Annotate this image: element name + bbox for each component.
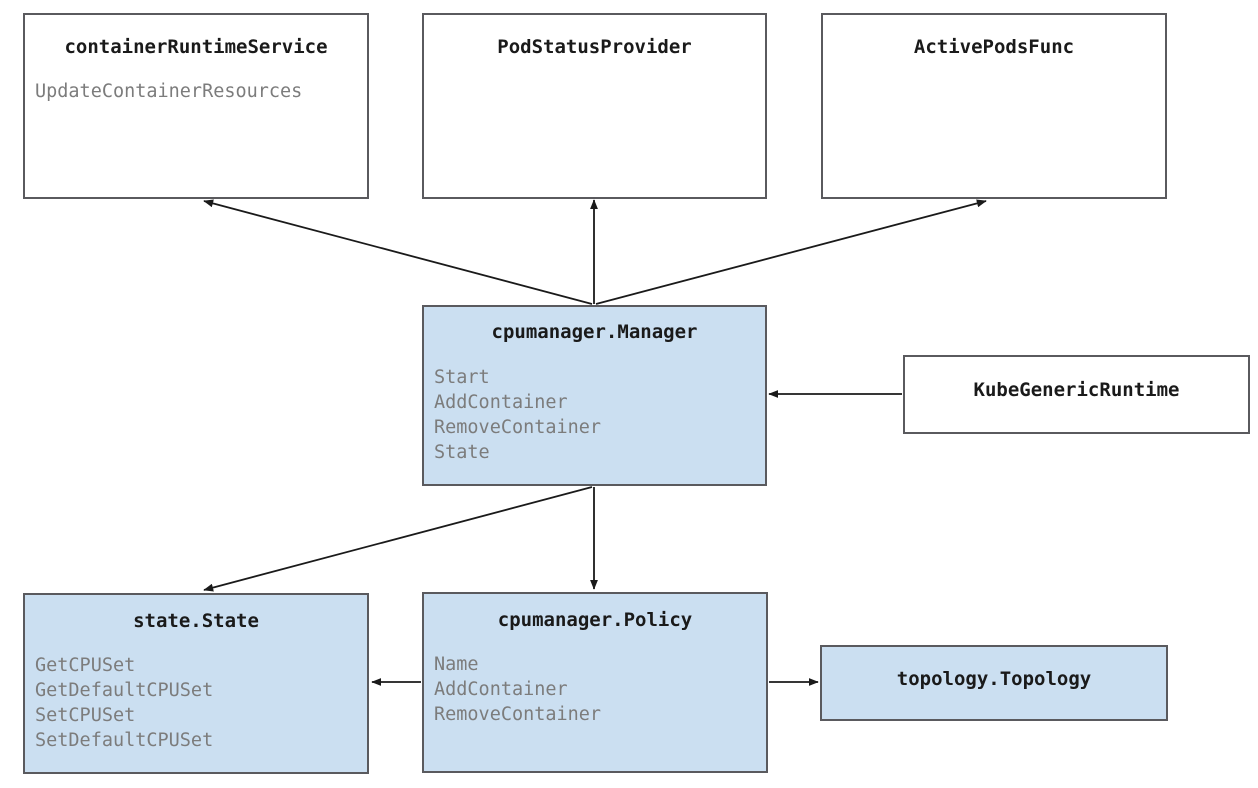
node-title: cpumanager.Policy — [497, 609, 693, 631]
member-item: State — [434, 442, 490, 463]
node-pod-status-provider[interactable]: PodStatusProvider — [422, 13, 767, 199]
member-item: GetCPUSet — [35, 655, 136, 676]
member-item: RemoveContainer — [434, 704, 602, 725]
node-title: cpumanager.Manager — [491, 321, 698, 343]
node-title: ActivePodsFunc — [913, 36, 1075, 58]
node-title: containerRuntimeService — [64, 36, 328, 58]
node-active-pods-func[interactable]: ActivePodsFunc — [821, 13, 1167, 199]
node-container-runtime-service[interactable]: containerRuntimeService UpdateContainerR… — [23, 13, 369, 199]
node-member-list: Name AddContainer RemoveContainer — [434, 652, 766, 727]
node-title: state.State — [133, 610, 259, 632]
member-item: GetDefaultCPUSet — [35, 680, 214, 701]
node-title: PodStatusProvider — [497, 36, 692, 58]
node-cpumanager-policy[interactable]: cpumanager.Policy Name AddContainer Remo… — [422, 592, 768, 773]
node-member-list: UpdateContainerResources — [35, 79, 367, 104]
node-state-state[interactable]: state.State GetCPUSet GetDefaultCPUSet S… — [23, 593, 369, 774]
member-item: UpdateContainerResources — [35, 81, 303, 102]
member-item: AddContainer — [434, 392, 568, 413]
member-item: SetDefaultCPUSet — [35, 730, 214, 751]
node-title: KubeGenericRuntime — [973, 379, 1180, 401]
edge-manager-to-active-pods-func — [595, 199, 987, 305]
node-topology-topology[interactable]: topology.Topology — [820, 645, 1168, 721]
node-member-list: GetCPUSet GetDefaultCPUSet SetCPUSet Set… — [35, 653, 367, 753]
edge-manager-to-state-state — [203, 486, 593, 592]
edge-manager-to-container-runtime-service — [203, 199, 593, 305]
node-cpumanager-manager[interactable]: cpumanager.Manager Start AddContainer Re… — [422, 305, 767, 486]
member-item: AddContainer — [434, 679, 568, 700]
member-item: Name — [434, 654, 479, 675]
node-member-list: Start AddContainer RemoveContainer State — [434, 365, 765, 465]
member-item: Start — [434, 367, 490, 388]
node-title: topology.Topology — [896, 668, 1092, 690]
member-item: SetCPUSet — [35, 705, 136, 726]
node-kube-generic-runtime[interactable]: KubeGenericRuntime — [903, 355, 1250, 434]
member-item: RemoveContainer — [434, 417, 602, 438]
